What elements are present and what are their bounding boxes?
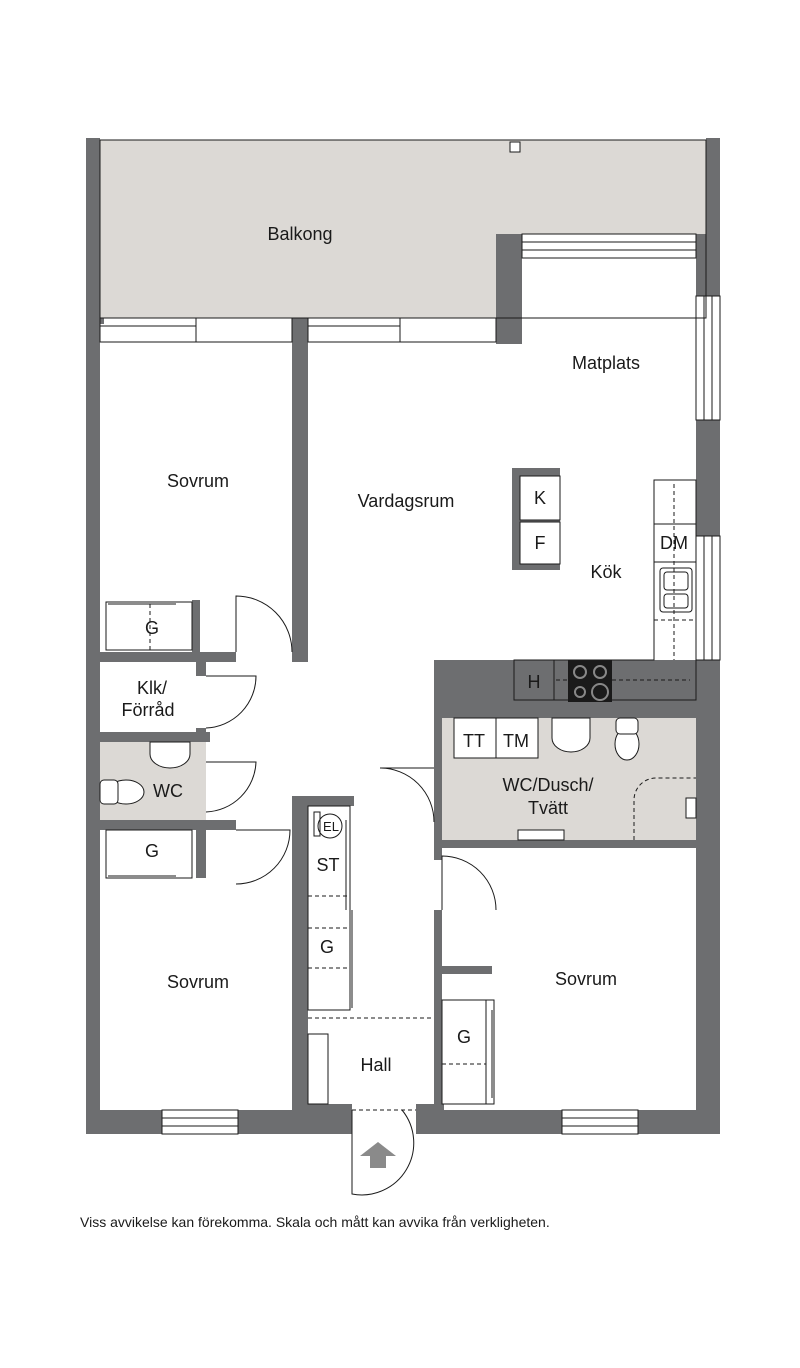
label-wc-small: WC <box>153 781 183 801</box>
label-g-hall: G <box>320 937 334 957</box>
label-matplats: Matplats <box>572 353 640 373</box>
label-tt: TT <box>463 731 485 751</box>
label-klk-line2: Förråd <box>121 700 174 720</box>
balcony-floor <box>100 140 496 318</box>
label-g-right: G <box>457 1027 471 1047</box>
label-balkong: Balkong <box>267 224 332 244</box>
stove <box>568 660 612 702</box>
label-k: K <box>534 488 546 508</box>
label-g-top: G <box>145 618 159 638</box>
label-kok: Kök <box>590 562 622 582</box>
label-f: F <box>535 533 546 553</box>
label-dm: DM <box>660 533 688 553</box>
floor-plan: Balkong Matplats Sovrum Vardagsrum Kök K… <box>86 138 721 1196</box>
label-tm: TM <box>503 731 529 751</box>
label-wc-dusch-line1: WC/Dusch/ <box>502 775 593 795</box>
label-h: H <box>528 672 541 692</box>
label-st: ST <box>316 855 339 875</box>
label-sovrum-left: Sovrum <box>167 972 229 992</box>
balcony-floor-right <box>496 140 706 234</box>
label-sovrum-top: Sovrum <box>167 471 229 491</box>
disclaimer-text: Viss avvikelse kan förekomma. Skala och … <box>80 1214 550 1230</box>
label-el: EL <box>323 819 339 834</box>
entrance-arrow-icon <box>360 1142 396 1168</box>
label-wc-dusch-line2: Tvätt <box>528 798 568 818</box>
thin-lines <box>99 139 721 1196</box>
label-klk-line1: Klk/ <box>137 678 167 698</box>
label-vardagsrum: Vardagsrum <box>358 491 455 511</box>
label-hall: Hall <box>360 1055 391 1075</box>
label-sovrum-right: Sovrum <box>555 969 617 989</box>
label-g-left: G <box>145 841 159 861</box>
